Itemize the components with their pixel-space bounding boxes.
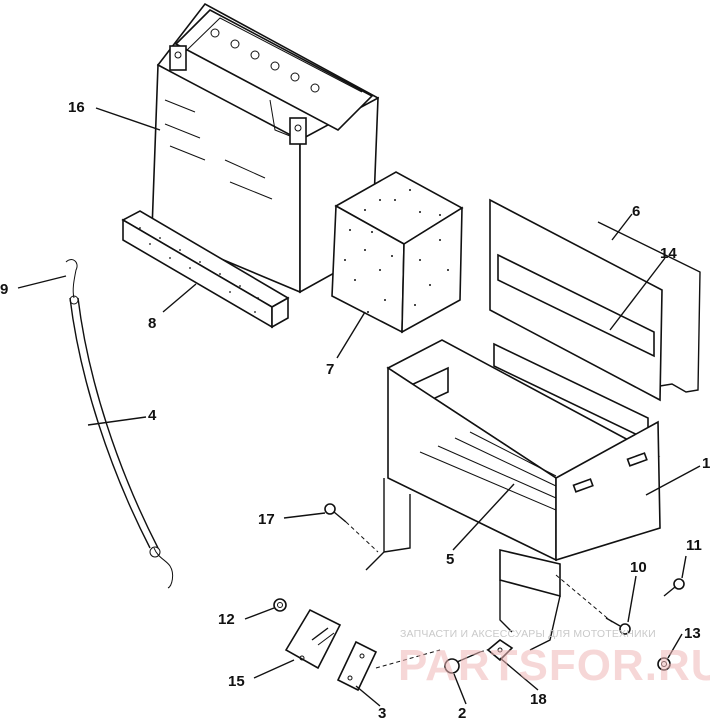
washer-18 <box>486 639 514 662</box>
bolt-17 <box>324 503 379 553</box>
nut-12 <box>273 598 287 612</box>
callout-18: 18 <box>530 691 547 708</box>
battery-box-1 <box>365 339 661 651</box>
watermark-caption: ЗАПЧАСТИ И АКСЕССУАРЫ ДЛЯ МОТОТЕХНИКИ <box>400 628 656 640</box>
callout-7: 7 <box>326 361 334 378</box>
watermark: ЗАПЧАСТИ И АКСЕССУАРЫ ДЛЯ МОТОТЕХНИКИ PA… <box>398 628 710 690</box>
nut-13 <box>657 657 671 671</box>
callout-4: 4 <box>148 407 157 424</box>
holder-plate-6 <box>489 198 701 402</box>
callout-6: 6 <box>632 203 640 220</box>
callout-15: 15 <box>228 673 245 690</box>
callout-13: 13 <box>684 625 701 642</box>
watermark-logo: PARTSFOR.RU <box>398 641 710 690</box>
callout-14: 14 <box>660 245 677 262</box>
callout-17: 17 <box>258 511 275 528</box>
callout-3: 3 <box>378 705 386 720</box>
strap-4 <box>65 259 174 589</box>
hinge-15 <box>284 608 342 670</box>
callout-5: 5 <box>446 551 454 568</box>
plate-3 <box>336 640 378 692</box>
callout-8: 8 <box>148 315 156 332</box>
callout-10: 10 <box>630 559 647 576</box>
callout-9: 9 <box>0 281 8 298</box>
callout-16: 16 <box>68 99 85 116</box>
callout-2: 2 <box>458 705 466 720</box>
callout-labels: 16 9 8 7 4 5 6 14 1 17 11 10 12 13 15 3 … <box>0 99 710 722</box>
pad-8 <box>121 210 290 329</box>
bolt-10 <box>605 617 631 635</box>
bolt-11 <box>663 578 685 597</box>
foam-block-7 <box>331 171 464 334</box>
callout-11: 11 <box>686 537 702 554</box>
callout-12: 12 <box>218 611 235 628</box>
callout-1: 1 <box>702 455 710 472</box>
